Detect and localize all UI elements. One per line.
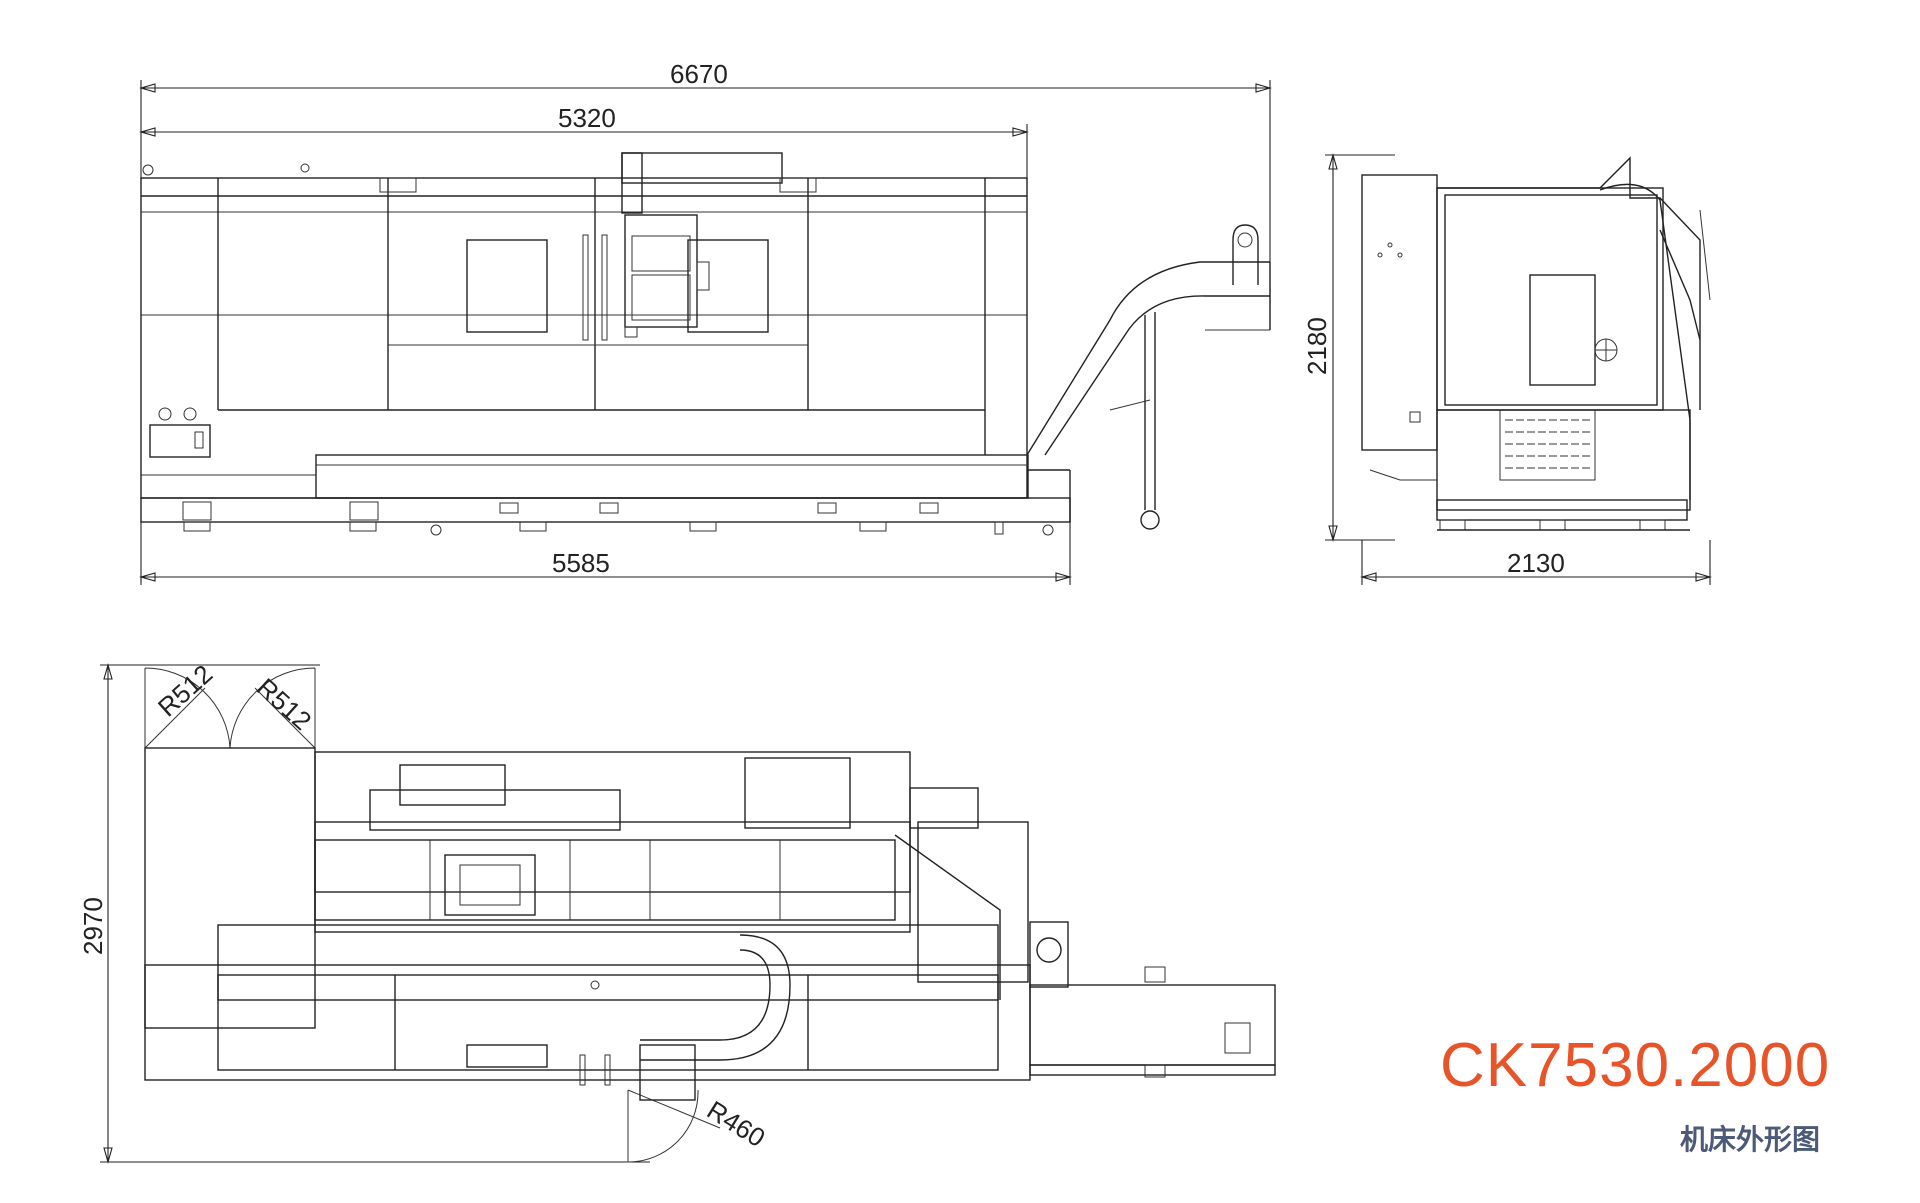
- drawing-caption: 机床外形图: [1679, 1123, 1820, 1156]
- dim-overall-length: 6670: [138, 59, 1273, 330]
- side-view: 2180 2130: [1302, 152, 1713, 585]
- dim-base-length: 5585: [138, 520, 1073, 585]
- model-number: CK7530.2000: [1440, 1031, 1831, 1100]
- dim-overall-length-label: 6670: [670, 59, 728, 89]
- door-radius-right-label: R512: [251, 672, 317, 736]
- dim-bed-length: 5320: [138, 103, 1030, 180]
- door-radius-front-label: R460: [702, 1095, 771, 1153]
- plan-view: 2970 R512 R512 R460: [78, 659, 1276, 1165]
- front-view-feet: [182, 501, 1054, 536]
- dim-plan-depth-label: 2970: [78, 897, 108, 955]
- dim-height: 2180: [1302, 152, 1395, 543]
- dim-side-width: 2130: [1359, 540, 1713, 585]
- dim-height-label: 2180: [1302, 317, 1332, 375]
- front-view: 6670 5320 5585: [138, 59, 1273, 585]
- dim-plan-depth: 2970: [78, 662, 650, 1165]
- door-radius-left-label: R512: [152, 659, 218, 723]
- dim-bed-length-label: 5320: [558, 103, 616, 133]
- dim-side-width-label: 2130: [1507, 548, 1565, 578]
- side-view-vent-grille: [1499, 409, 1596, 481]
- chip-conveyor: [1026, 224, 1271, 530]
- door-swing-arcs: R512 R512 R460: [144, 659, 771, 1163]
- dim-base-length-label: 5585: [552, 548, 610, 578]
